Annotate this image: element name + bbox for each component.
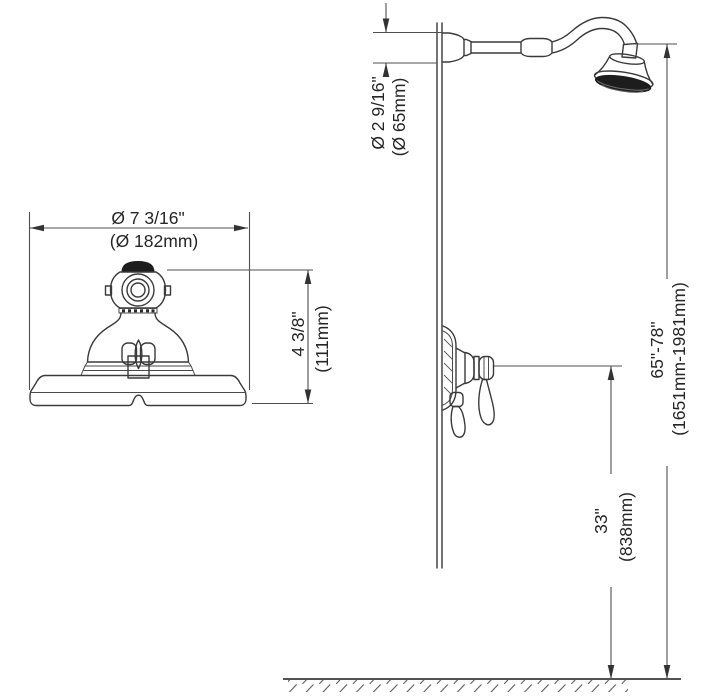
dimension-install-height: 65"-78" (1651mm-1981mm) xyxy=(635,43,689,679)
escutcheon-diameter-imperial: Ø 2 9/16" xyxy=(368,76,388,149)
arm-escutcheon xyxy=(442,32,465,63)
swivel-ring-middle xyxy=(126,278,150,302)
ornament-leaf xyxy=(134,339,143,370)
bell-rim xyxy=(29,374,247,407)
valve-cone xyxy=(455,347,466,389)
arm-collar xyxy=(463,38,472,57)
dimension-front-height: 4 3/8" (111mm) xyxy=(167,269,332,405)
valve-escutcheon xyxy=(442,325,457,411)
ornament-lobe-left xyxy=(121,342,138,366)
valve-height-imperial: 33" xyxy=(591,508,611,534)
swivel-ring-outer xyxy=(121,273,155,307)
ball-joint-cap xyxy=(121,260,155,273)
housing-tab-left xyxy=(104,285,113,296)
dimension-valve-height: 33" (838mm) xyxy=(494,365,636,679)
valve-lever-handle xyxy=(478,378,495,426)
dimension-escutcheon-diameter: Ø 2 9/16" (Ø 65mm) xyxy=(368,3,443,156)
front-height-metric: (111mm) xyxy=(312,305,332,372)
front-view-showerhead xyxy=(29,260,247,407)
ball-joint-housing xyxy=(109,271,167,309)
handle-washer xyxy=(473,355,480,381)
front-diameter-imperial: Ø 7 3/16" xyxy=(111,208,184,228)
valve-bulge xyxy=(464,351,475,385)
swivel-ring-inner xyxy=(130,282,146,298)
install-height-imperial: 65"-78" xyxy=(647,321,667,378)
head-connector xyxy=(621,42,639,59)
dimension-front-diameter: Ø 7 3/16" (Ø 182mm) xyxy=(28,208,251,390)
front-diameter-metric: (Ø 182mm) xyxy=(110,231,198,251)
handle-hub xyxy=(478,355,495,381)
housing-tab-right xyxy=(163,285,172,296)
diverter-lever xyxy=(450,405,466,438)
valve-height-metric: (838mm) xyxy=(616,492,636,562)
install-height-metric: (1651mm-1981mm) xyxy=(669,282,689,436)
valve-assembly xyxy=(442,325,495,438)
side-view-installation xyxy=(283,16,681,692)
dome-body xyxy=(86,312,190,363)
floor-hatching xyxy=(288,680,628,692)
shower-head-side xyxy=(593,53,654,93)
gooseneck-top xyxy=(551,16,638,44)
valve-escutcheon-hatch xyxy=(443,338,454,396)
knurled-band xyxy=(118,308,158,314)
valve-escutcheon-inner xyxy=(442,330,453,406)
arm-sleeve xyxy=(520,37,553,58)
ornament-lobe-right xyxy=(139,342,156,366)
gooseneck-bottom xyxy=(551,27,625,54)
knurl-dashes xyxy=(122,309,155,313)
escutcheon-diameter-metric: (Ø 65mm) xyxy=(389,78,409,157)
front-height-imperial: 4 3/8" xyxy=(288,311,308,356)
ornament-block xyxy=(127,355,150,379)
